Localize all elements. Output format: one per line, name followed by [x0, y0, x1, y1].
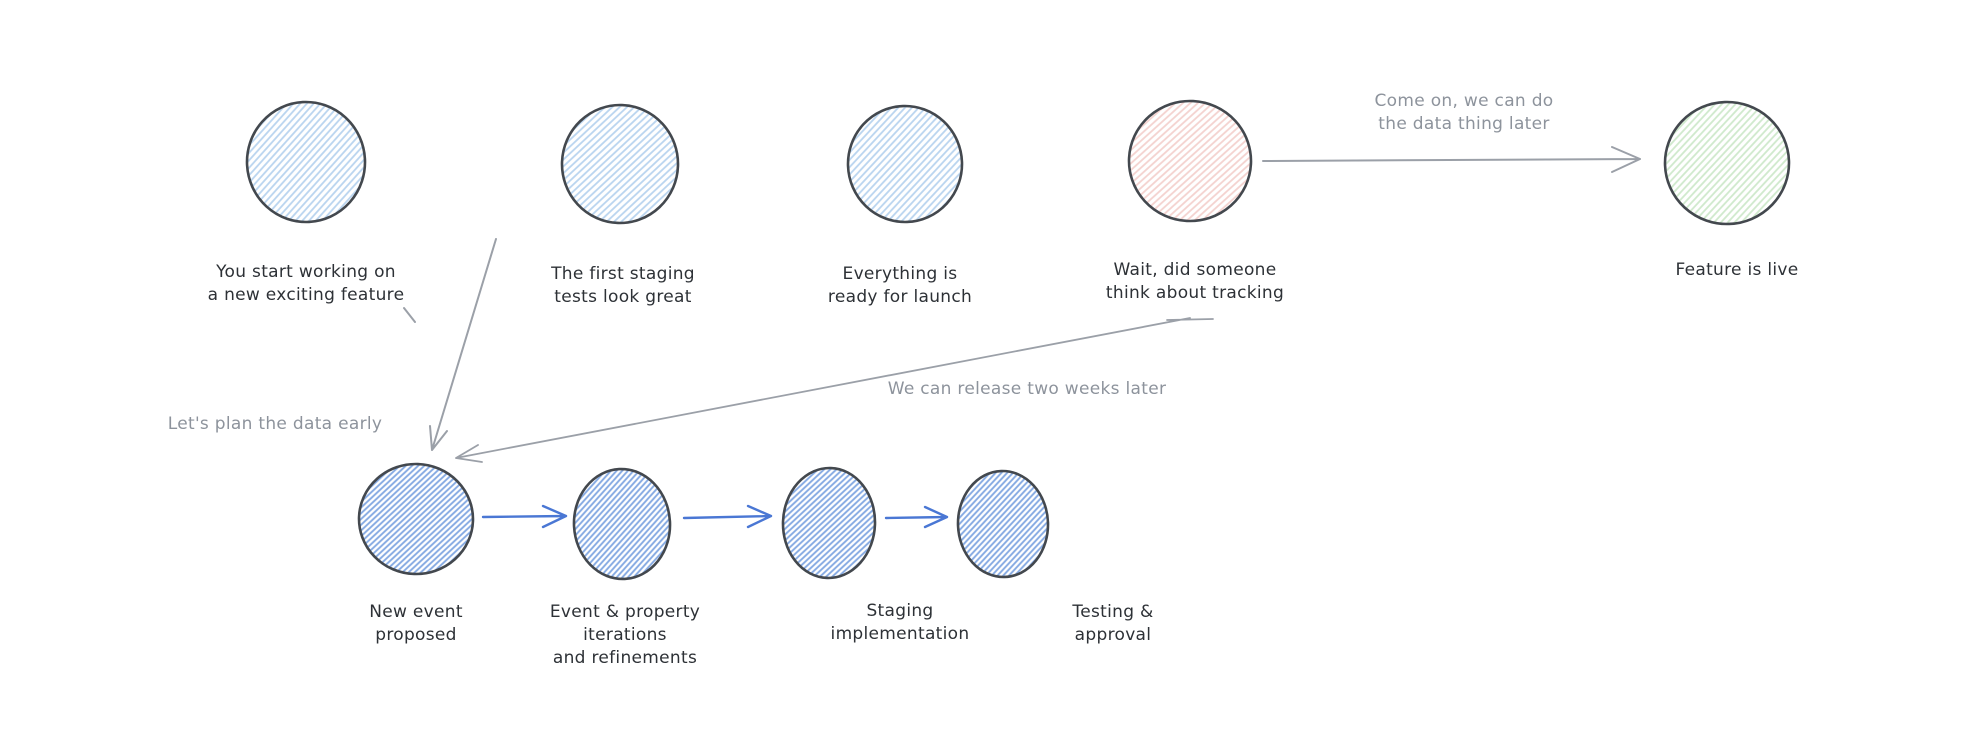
node-circle-start-feature [245, 100, 367, 224]
node-label-testing-approval: Testing & approval [1072, 602, 1154, 645]
arrow-release-later [455, 317, 1214, 463]
node-label-staging-tests: The first staging tests look great [551, 264, 695, 307]
arrow-new-event-to-iterations [481, 504, 568, 529]
node-circle-tracking-question [1127, 99, 1253, 223]
node-label-ready-launch: Everything is ready for launch [827, 264, 973, 307]
node-circle-staging-tests [560, 103, 680, 225]
node-label-tracking-question: Wait, did someone think about tracking [1105, 260, 1285, 303]
node-circle-iterations [572, 467, 672, 581]
node-circle-ready-launch [846, 104, 964, 224]
node-circle-testing-approval [956, 469, 1050, 579]
node-label-staging-impl: Staging implementation [830, 601, 970, 644]
node-label-new-event: New event proposed [369, 602, 463, 645]
arrow-skip-to-live [1262, 146, 1641, 173]
node-label-iterations: Event & property iterations and refineme… [549, 602, 701, 668]
annotation-data-thing-later: Come on, we can do the data thing later [1374, 91, 1554, 134]
node-label-feature-live: Feature is live [1675, 260, 1799, 280]
arrow-plan-data-early [403, 238, 497, 451]
annotation-plan-data-early: Let's plan the data early [167, 414, 383, 434]
arrow-staging-to-testing [884, 505, 949, 529]
node-circle-feature-live [1663, 100, 1791, 226]
arrow-iterations-to-staging [682, 504, 773, 529]
node-circle-staging-impl [781, 466, 877, 580]
annotation-release-two-weeks-later: We can release two weeks later [887, 379, 1167, 399]
node-circle-new-event [357, 462, 475, 576]
node-label-start-feature: You start working on a new exciting feat… [207, 262, 405, 305]
